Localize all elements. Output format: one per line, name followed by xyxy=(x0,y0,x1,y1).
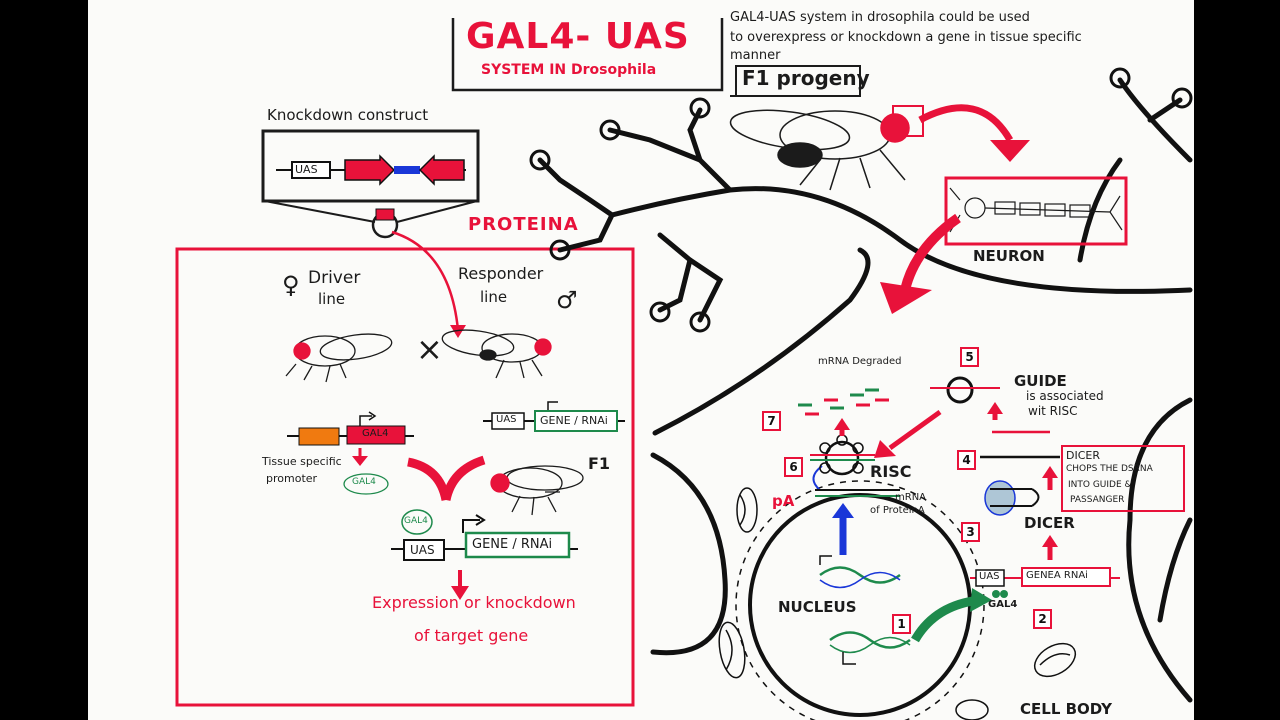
uas-cell-label: UAS xyxy=(979,571,1000,582)
title-box xyxy=(451,18,724,92)
uas-f1-label: UAS xyxy=(410,543,435,557)
proteina-label: PROTEINA xyxy=(468,214,579,235)
f1-progeny-fly-drawing xyxy=(729,109,910,191)
title-subtitle: SYSTEM IN Drosophila xyxy=(481,62,657,78)
loop-segment xyxy=(394,166,420,174)
dicer-enzyme xyxy=(984,480,1016,516)
female-symbol: ♀ xyxy=(282,271,300,299)
uas-top-label: UAS xyxy=(295,163,318,176)
pa-label: pA xyxy=(772,492,795,510)
gal4-gene-label: GAL4 xyxy=(362,428,389,439)
step-6-badge: 6 xyxy=(784,457,803,477)
dicer-note-2: CHOPS THE DSRNA xyxy=(1066,464,1153,474)
guide-note-2: wit RISC xyxy=(1028,404,1078,418)
title-main: GAL4- UAS xyxy=(466,16,690,57)
neuron-label: NEURON xyxy=(973,247,1045,265)
gal4-cell-label: GAL4 xyxy=(988,599,1018,610)
dicer-note-box xyxy=(1061,445,1185,512)
gal4-bound-label: GAL4 xyxy=(404,516,428,526)
gene-rnai-f1-label: GENE / RNAi xyxy=(472,537,553,552)
nucleus-label: NUCLEUS xyxy=(778,598,857,616)
step-5-badge: 5 xyxy=(960,347,979,367)
knockdown-construct-box xyxy=(261,129,480,203)
gene-rnai-responder-label: GENE / RNAi xyxy=(540,414,608,427)
gal4-protein-left-label: GAL4 xyxy=(352,477,376,487)
step-7-badge: 7 xyxy=(762,411,781,431)
mrna-of-proteina-label-1: mRNA xyxy=(895,492,927,503)
step-1-badge: 1 xyxy=(892,614,911,634)
paper-background xyxy=(88,0,1194,720)
driver-line-label-2: line xyxy=(318,290,346,308)
step-4-badge: 4 xyxy=(957,450,976,470)
responder-line-label-2: line xyxy=(480,288,508,306)
gal4-gene-block xyxy=(346,425,406,445)
f1-progeny-label: F1 progeny xyxy=(742,66,870,90)
knockdown-construct-label: Knockdown construct xyxy=(267,106,429,124)
neuron-outline xyxy=(537,77,1193,703)
guide-risc-loop xyxy=(946,376,974,404)
title-note-line-1: GAL4-UAS system in drosophila could be u… xyxy=(730,10,1030,25)
risc-complex xyxy=(824,440,860,476)
f1-fly-drawing xyxy=(490,465,584,516)
tissue-promoter-label-1: Tissue specific xyxy=(262,455,342,468)
neuron-zoom-box xyxy=(944,176,1128,246)
expression-label-1: Expression or knockdown xyxy=(372,593,576,612)
driver-fly-drawing xyxy=(285,333,393,383)
title-note-line-3: manner xyxy=(730,48,781,63)
antisense-arrow xyxy=(418,154,465,186)
tissue-promoter-block xyxy=(298,427,340,446)
expression-label-2: of target gene xyxy=(414,626,529,645)
dicer-note-4: PASSANGER xyxy=(1070,495,1125,505)
gene-rnai-cell-label: GENEA RNAi xyxy=(1026,570,1088,581)
driver-line-label-1: Driver xyxy=(308,268,361,288)
male-symbol: ♂ xyxy=(556,286,578,314)
step-2-badge: 2 xyxy=(1033,609,1052,629)
guide-label: GUIDE xyxy=(1014,372,1067,390)
uas-responder-label: UAS xyxy=(496,414,517,425)
title-note-line-2: to overexpress or knockdown a gene in ti… xyxy=(730,30,1082,45)
mrna-of-proteina-label-2: of ProteinA xyxy=(870,505,925,516)
risc-label: RISC xyxy=(870,462,912,481)
step-3-badge: 3 xyxy=(961,522,980,542)
mrna-degraded-label: mRNA Degraded xyxy=(818,356,902,367)
cross-symbol: × xyxy=(416,330,443,368)
responder-fly-drawing xyxy=(441,329,552,379)
dicer-label: DICER xyxy=(1024,514,1075,532)
f1-progeny-box xyxy=(735,65,861,97)
responder-line-label-1: Responder xyxy=(458,264,544,283)
cross-experiment-box xyxy=(175,247,635,707)
f1-mark: F1 xyxy=(588,454,611,473)
sense-arrow xyxy=(344,154,396,186)
cell-body-label: CELL BODY xyxy=(1020,700,1112,718)
dicer-note-1: DICER xyxy=(1066,449,1100,462)
guide-note-1: is associated xyxy=(1026,389,1104,403)
dicer-note-3: INTO GUIDE & xyxy=(1068,480,1132,490)
tissue-promoter-label-2: promoter xyxy=(266,472,318,485)
